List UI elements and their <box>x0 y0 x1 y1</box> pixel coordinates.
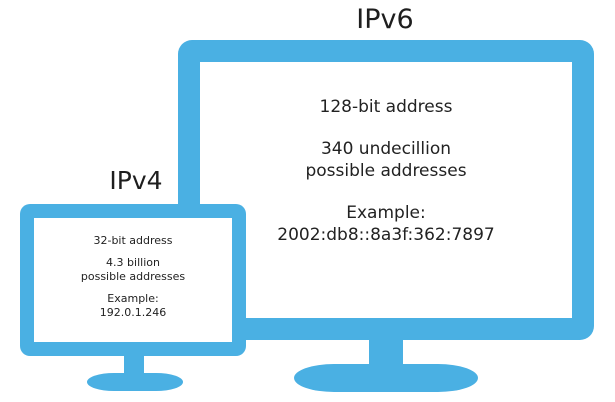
ipv4-monitor-screen: 32-bit address 4.3 billion possible addr… <box>34 218 232 342</box>
ipv6-address-count-label: possible addresses <box>305 161 467 181</box>
ipv4-address-count: 4.3 billion <box>106 256 160 269</box>
ipv6-monitor-screen: 128-bit address 340 undecillion possible… <box>200 62 572 318</box>
ipv4-info: 32-bit address 4.3 billion possible addr… <box>34 234 232 320</box>
ipv6-example-value: 2002:db8::8a3f:362:7897 <box>277 225 495 245</box>
ipv6-monitor-frame: 128-bit address 340 undecillion possible… <box>178 40 594 340</box>
ipv6-monitor-stand-base <box>294 364 478 392</box>
ipv4-example-value: 192.0.1.246 <box>99 306 167 319</box>
ipv6-address-count: 340 undecillion <box>320 139 452 159</box>
ipv4-monitor-frame: 32-bit address 4.3 billion possible addr… <box>20 204 246 356</box>
ipv6-title: IPv6 <box>356 4 414 35</box>
ipv4-monitor-stand-neck <box>124 355 144 377</box>
ipv4-title: IPv4 <box>109 166 163 195</box>
ipv6-info: 128-bit address 340 undecillion possible… <box>200 96 572 246</box>
ipv6-monitor-stand-neck <box>369 338 403 368</box>
ipv4-monitor-stand-base <box>87 373 183 391</box>
ipv4-address-count-label: possible addresses <box>80 270 186 283</box>
ipv6-example-label: Example: <box>346 203 426 223</box>
ipv4-address-size: 32-bit address <box>93 234 173 247</box>
ipv4-example-label: Example: <box>107 292 159 305</box>
ipv6-address-size: 128-bit address <box>319 97 453 117</box>
